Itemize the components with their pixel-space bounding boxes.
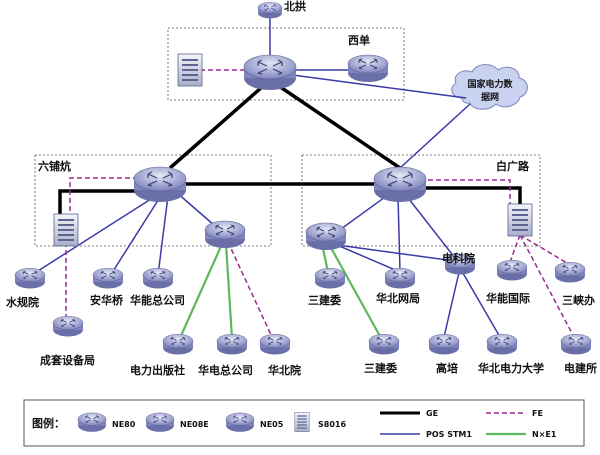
node-label-huanengguoji: 华能国际	[486, 291, 530, 305]
legend-label-nxe1: N×E1	[532, 430, 557, 439]
router-huabeidianlidaxue	[486, 333, 518, 355]
group-box-liupukang	[34, 154, 272, 247]
cloud-label-line2: 据网	[481, 91, 499, 103]
router-baiguanglu-sub	[305, 222, 347, 251]
node-label-shuiguiyuan: 水规院	[6, 295, 39, 309]
nxe1-links	[178, 243, 382, 339]
router-huadianzonggongsi	[216, 333, 248, 355]
cloud-label-line1: 国家电力数	[467, 78, 513, 90]
router-gaopei	[428, 333, 460, 355]
legend-label-ne08e: NE08E	[180, 420, 209, 429]
node-label-dianjiansuo: 电建所	[564, 361, 597, 375]
fe-links	[65, 69, 575, 338]
legend-label-ge: GE	[426, 409, 438, 418]
router-anhuaqiao	[92, 267, 124, 289]
node-label-gaopei: 高培	[436, 361, 458, 375]
router-huabeiwangju	[384, 267, 416, 289]
node-label-huadianzonggongsi: 华电总公司	[198, 363, 253, 377]
router-xidan-side	[347, 54, 389, 83]
legend-label-s8016: S8016	[318, 420, 346, 429]
group-box-baiguanglu	[301, 154, 541, 247]
router-baiguanglu-core	[373, 166, 427, 203]
router-huanengguoji	[496, 259, 528, 281]
node-label-anhuaqiao: 安华桥	[90, 293, 124, 307]
legend-title: 图例：	[32, 416, 65, 430]
node-label-sanjianwei-a: 三建委	[308, 293, 342, 307]
legend-icon-ne05	[225, 412, 255, 433]
ge-links	[58, 78, 522, 216]
node-label-huabeiwangju: 华北网局	[376, 291, 420, 305]
group-box-xidan	[167, 27, 405, 101]
node-label-huanengzonggongsi: 华能总公司	[130, 293, 185, 307]
legend-icon-s8016	[294, 412, 310, 432]
legend-label-ne80: NE80	[112, 420, 136, 429]
node-label-dianyanyuan: 电科院	[442, 251, 475, 265]
node-label-chengtaoshebeiju: 成套设备局	[40, 353, 95, 367]
router-beigong	[257, 1, 283, 19]
router-sanjianwei-a	[314, 267, 346, 289]
national-power-data-network-cloud: 国家电力数 据网	[451, 64, 528, 110]
router-dianlichubanshe	[162, 333, 194, 355]
legend-icon-ne80	[77, 412, 107, 433]
router-shuiguiyuan	[14, 267, 46, 289]
legend-icon-ne08e	[145, 412, 175, 433]
switch-baiguanglu	[507, 203, 533, 237]
router-liupukang-sub	[204, 220, 246, 249]
router-dianjiansuo	[560, 333, 592, 355]
router-chengtaoshebeiju	[52, 315, 84, 337]
group-label-liupukang: 六铺炕	[38, 159, 71, 173]
node-label-dianlichubanshe: 电力出版社	[130, 363, 185, 377]
node-label-beigong: 北拱	[284, 0, 306, 13]
router-sanjianwei-b	[368, 333, 400, 355]
switch-xidan	[177, 53, 203, 87]
router-liupukang-core	[133, 166, 187, 203]
router-huanengzonggongsi	[142, 267, 174, 289]
node-label-sanxiaban: 三峡办	[562, 293, 595, 307]
legend-label-fe: FE	[532, 409, 543, 418]
group-label-xidan: 西单	[348, 33, 370, 47]
legend-label-pos: POS STM1	[426, 430, 472, 439]
legend: 图例： NE80 NE08E NE05 S8016 GE FE POS STM1…	[23, 399, 585, 447]
router-xidan-core	[243, 54, 297, 91]
node-label-sanjianwei-b: 三建委	[364, 361, 398, 375]
switch-liupukang	[53, 213, 79, 247]
router-huabeiyuan	[259, 333, 291, 355]
node-label-huabeidianlidaxue: 华北电力大学	[478, 361, 544, 375]
group-label-baiguanglu: 白广路	[496, 159, 530, 173]
node-label-huabeiyuan: 华北院	[268, 363, 301, 377]
router-sanxiaban	[554, 261, 586, 283]
legend-label-ne05: NE05	[260, 420, 284, 429]
